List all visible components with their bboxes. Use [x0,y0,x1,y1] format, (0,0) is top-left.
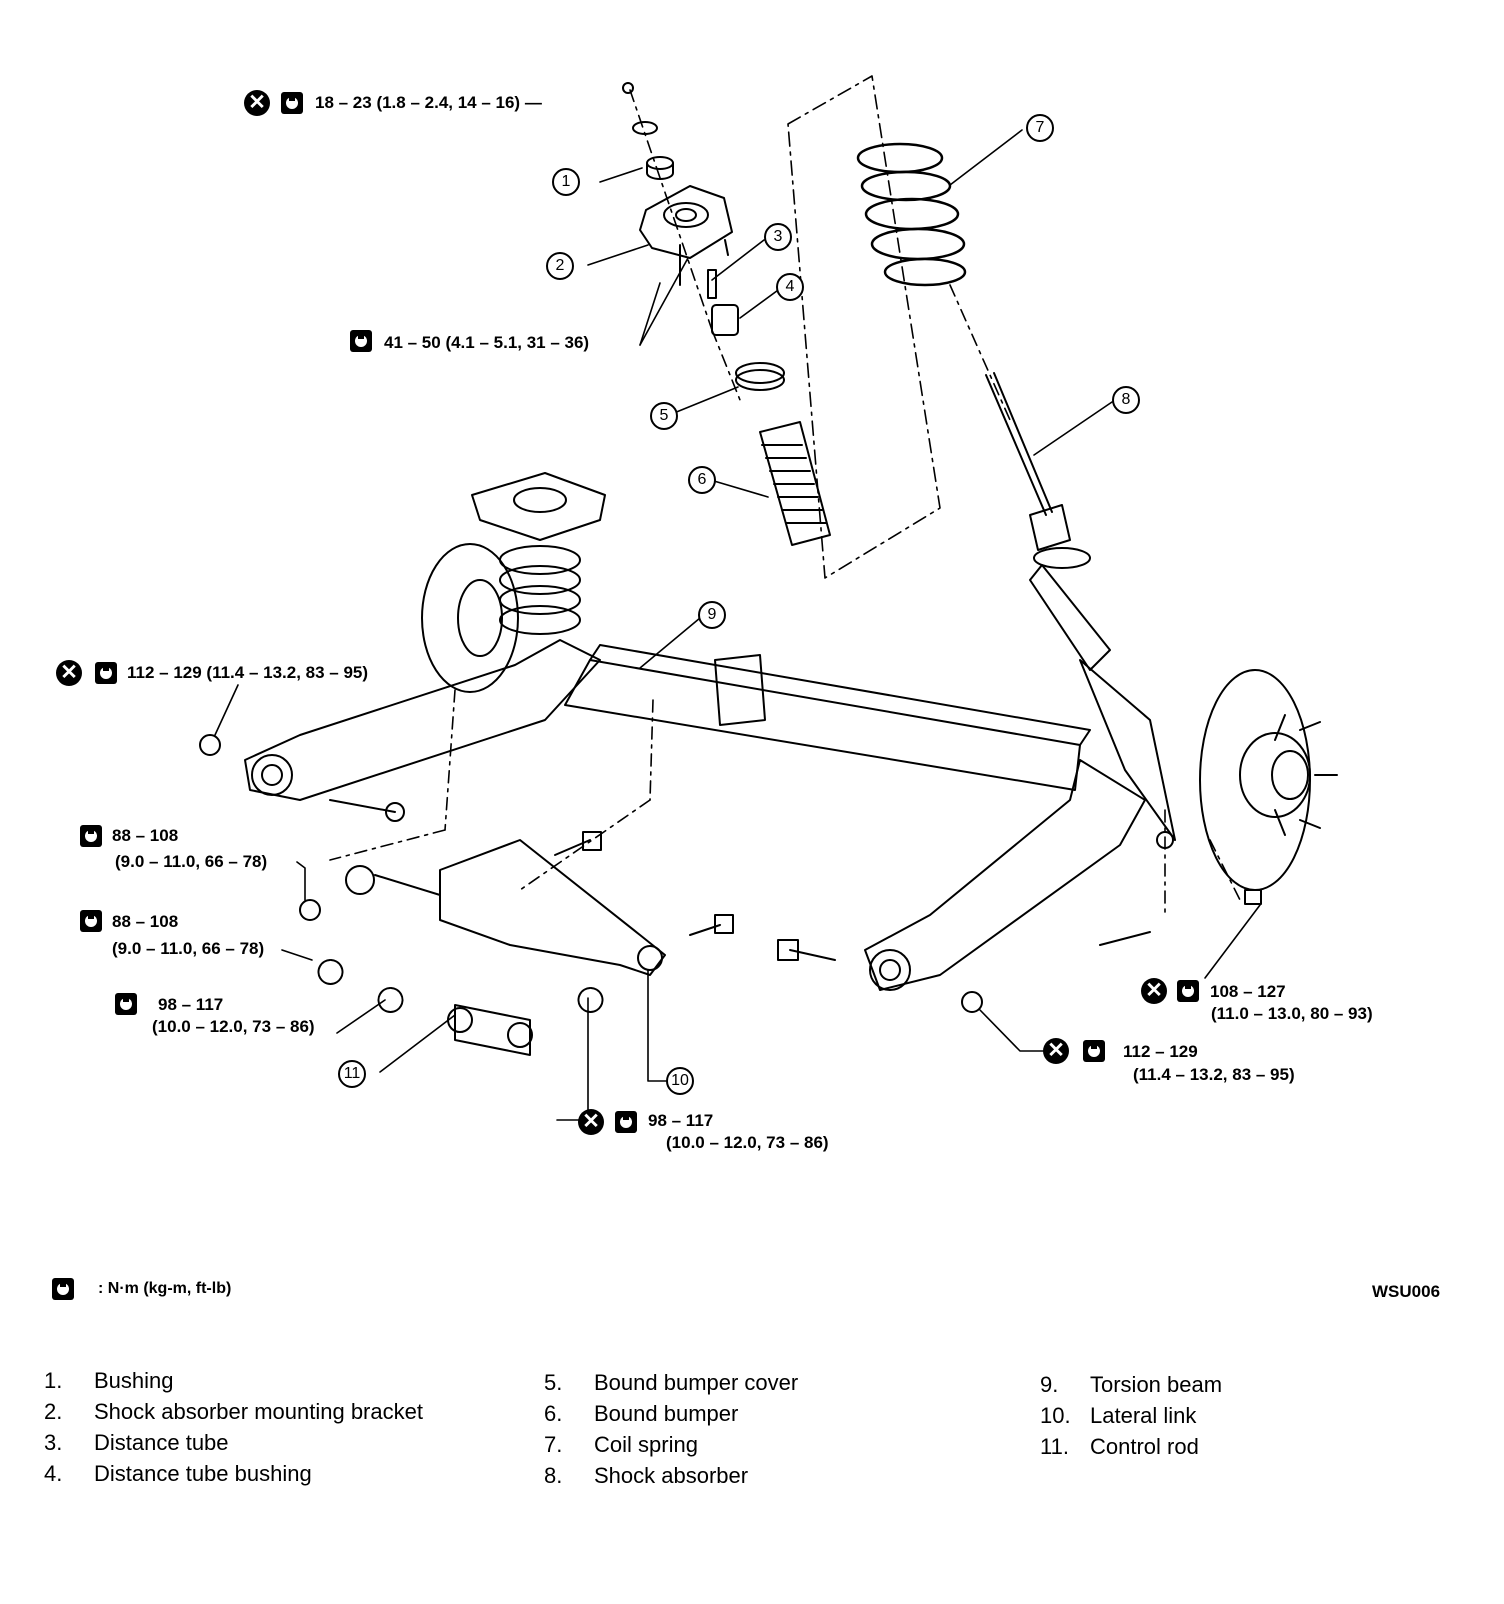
do-not-reuse-icon: ✕ [1043,1038,1069,1064]
parts-list-item: 9.Torsion beam [1040,1372,1223,1397]
torque-unit-legend: : N·m (kg-m, ft-lb) [98,1280,232,1297]
callout-10: 10 [666,1067,694,1095]
torque-spec-right-arm-b: (11.4 – 13.2, 83 – 95) [1133,1065,1295,1084]
part-1-bushing [622,82,674,180]
torque-spec-bracket-bolts: 41 – 50 (4.1 – 5.1, 31 – 36) [384,333,590,352]
part-2-mount-bracket [639,185,733,286]
torque-spec-lateral-nut-a: 98 – 117 [648,1111,714,1130]
part-7-coil-spring [856,142,967,287]
right-trailing-arm [777,759,1146,1013]
torque-wrench-icon [350,330,372,352]
torque-wrench-icon [115,993,137,1015]
part-8-shock-absorber [985,372,1176,849]
right-hub-disc [1199,669,1338,905]
torque-spec-top-nut: 18 – 23 (1.8 – 2.4, 14 – 16) — [315,93,542,112]
callout-2: 2 [546,252,574,280]
do-not-reuse-icon: ✕ [578,1109,604,1135]
leader-lines [214,129,1261,1121]
torque-spec-lateral-link-b: (9.0 – 11.0, 66 – 78) [112,939,265,958]
torque-spec-control-rod-a: 88 – 108 [112,826,179,845]
part-9-torsion-beam [564,644,1091,791]
part-3-4-5 [707,269,785,391]
assembly-dash-lines [329,89,1241,916]
torque-wrench-icon [80,825,102,847]
torque-spec-shock-lower-b: (11.0 – 13.0, 80 – 93) [1211,1004,1373,1023]
parts-list-item: 7.Coil spring [544,1432,698,1457]
torque-wrench-icon [615,1111,637,1133]
torque-spec-shock-lower-a: 108 – 127 [1210,982,1286,1001]
part-6-bound-bumper [759,421,831,546]
torque-wrench-icon [1083,1040,1105,1062]
torque-spec-nut-a: 98 – 117 [158,995,224,1014]
torque-wrench-icon [95,662,117,684]
torque-wrench-icon [1177,980,1199,1002]
parts-list-item: 8.Shock absorber [544,1463,749,1488]
parts-list-item: 10.Lateral link [1040,1403,1197,1428]
left-trailing-arm [199,639,601,822]
part-10-11-links [345,831,1151,1056]
callout-6: 6 [688,466,716,494]
callout-3: 3 [764,223,792,251]
torque-wrench-icon [281,92,303,114]
spring-group-box [787,75,941,579]
torque-spec-control-rod-b: (9.0 – 11.0, 66 – 78) [115,852,268,871]
parts-list-item: 3.Distance tube [44,1430,229,1455]
callout-7: 7 [1026,114,1054,142]
diagram-code: WSU006 [1372,1282,1441,1301]
parts-list-item: 5.Bound bumper cover [544,1370,799,1395]
do-not-reuse-icon: ✕ [244,90,270,116]
torque-wrench-icon [80,910,102,932]
torque-spec-left-arm: 112 – 129 (11.4 – 13.2, 83 – 95) [127,663,369,682]
callout-8: 8 [1112,386,1140,414]
callout-9: 9 [698,601,726,629]
do-not-reuse-icon: ✕ [56,660,82,686]
do-not-reuse-icon: ✕ [1141,978,1167,1004]
parts-list-item: 2.Shock absorber mounting bracket [44,1399,423,1424]
torque-spec-nut-b: (10.0 – 12.0, 73 – 86) [152,1017,315,1036]
parts-list-item: 4.Distance tube bushing [44,1461,312,1486]
callout-4: 4 [776,273,804,301]
torque-spec-lateral-nut-b: (10.0 – 12.0, 73 – 86) [666,1133,829,1152]
callout-1: 1 [552,168,580,196]
parts-list-item: 1.Bushing [44,1368,174,1393]
torque-spec-lateral-link-a: 88 – 108 [112,912,179,931]
callout-11: 11 [338,1060,366,1088]
torque-wrench-icon [52,1278,74,1300]
left-strut-assembly [421,472,606,693]
callout-5: 5 [650,402,678,430]
parts-list-item: 6.Bound bumper [544,1401,739,1426]
parts-list-item: 11.Control rod [1040,1434,1199,1459]
torque-spec-right-arm-a: 112 – 129 [1123,1042,1198,1061]
nuts [299,899,604,1013]
